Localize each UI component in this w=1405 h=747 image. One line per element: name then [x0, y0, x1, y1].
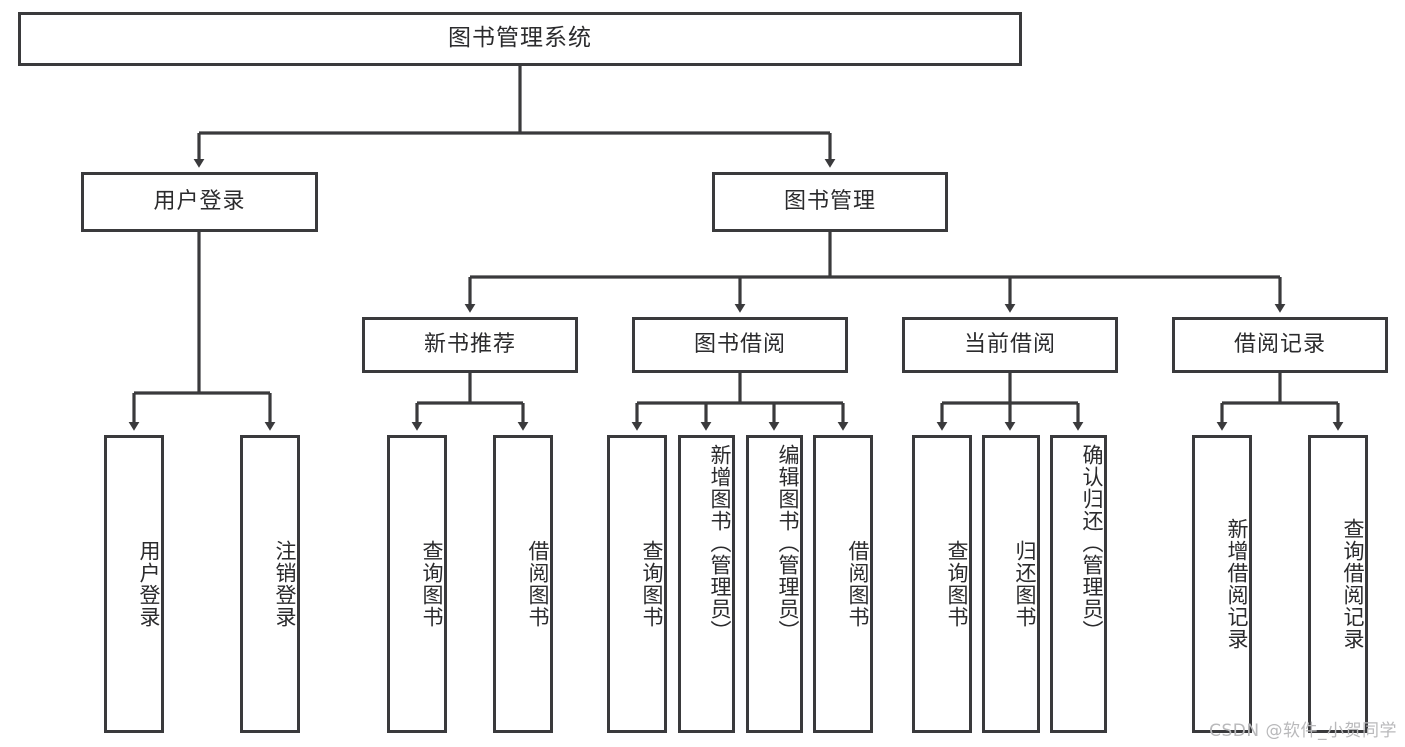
leaf-book-borrow-query-book[interactable]: 查询图书	[607, 435, 667, 733]
leaf-new-book-borrow-book[interactable]: 借阅图书	[493, 435, 553, 733]
node-label: 查询图书	[640, 540, 664, 628]
node-label: 查询图书	[420, 540, 444, 628]
leaf-new-book-query-book[interactable]: 查询图书	[387, 435, 447, 733]
node-label: 查询图书	[945, 540, 969, 628]
node-label: 用户登录	[137, 540, 161, 628]
node-label: 借阅图书	[526, 540, 550, 628]
node-label: 借阅图书	[846, 540, 870, 628]
leaf-book-borrow-edit-book-admin[interactable]: 编辑图书（管理员）	[746, 435, 803, 733]
node-label: 图书借阅	[693, 331, 786, 357]
node-label: 查询借阅记录	[1341, 518, 1365, 650]
leaf-current-borrow-query-book[interactable]: 查询图书	[912, 435, 972, 733]
node-label: 归还图书	[1013, 540, 1037, 628]
node-label: 用户登录	[153, 188, 246, 214]
node-borrow-record[interactable]: 借阅记录	[1172, 317, 1388, 373]
node-new-book-recommend[interactable]: 新书推荐	[362, 317, 578, 373]
node-current-borrow[interactable]: 当前借阅	[902, 317, 1118, 373]
node-label: 图书管理系统	[448, 25, 592, 52]
leaf-user-login-logout[interactable]: 注销登录	[240, 435, 300, 733]
node-label: 新增图书（管理员）	[708, 444, 732, 642]
leaf-user-login-login[interactable]: 用户登录	[104, 435, 164, 733]
node-label: 新书推荐	[423, 331, 516, 357]
node-user-login[interactable]: 用户登录	[81, 172, 318, 232]
node-label: 当前借阅	[963, 331, 1056, 357]
leaf-book-borrow-add-book-admin[interactable]: 新增图书（管理员）	[678, 435, 735, 733]
node-label: 编辑图书（管理员）	[776, 444, 800, 642]
node-book-management[interactable]: 图书管理	[712, 172, 948, 232]
node-label: 图书管理	[783, 188, 876, 214]
leaf-current-borrow-confirm-return-admin[interactable]: 确认归还（管理员）	[1050, 435, 1107, 733]
node-label: 确认归还（管理员）	[1080, 444, 1104, 642]
leaf-borrow-record-query-record[interactable]: 查询借阅记录	[1308, 435, 1368, 733]
leaf-book-borrow-borrow-book[interactable]: 借阅图书	[813, 435, 873, 733]
node-root-system[interactable]: 图书管理系统	[18, 12, 1022, 66]
leaf-borrow-record-add-record[interactable]: 新增借阅记录	[1192, 435, 1252, 733]
node-label: 注销登录	[273, 540, 297, 628]
node-book-borrow[interactable]: 图书借阅	[632, 317, 848, 373]
node-label: 新增借阅记录	[1225, 518, 1249, 650]
watermark-text: CSDN @软件_小贺同学	[1209, 721, 1397, 741]
node-label: 借阅记录	[1233, 331, 1326, 357]
leaf-current-borrow-return-book[interactable]: 归还图书	[982, 435, 1040, 733]
